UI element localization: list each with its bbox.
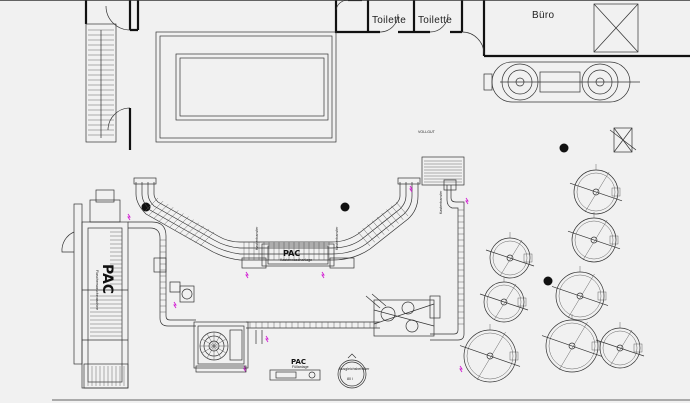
filler-label: Füllanlage xyxy=(292,365,309,369)
crate-washer-unit: PAC Kastenwaschanlage xyxy=(241,243,355,269)
staircase xyxy=(85,23,117,143)
sorter-machine xyxy=(193,321,249,373)
column-dot xyxy=(543,276,553,286)
toilet-right-label: Toilette xyxy=(418,15,452,26)
column-dot xyxy=(141,202,151,212)
pac-logo-bottom: PAC xyxy=(291,358,306,366)
bottle-washer-machine: PAC Flaschenwaschmaschine xyxy=(61,189,129,389)
toilet-left-label: Toilette xyxy=(372,15,406,26)
tank-label: Ausgleichsbehälter xyxy=(339,367,370,371)
column-dot xyxy=(559,143,569,153)
vollgut-label: VOLLGUT xyxy=(418,130,436,134)
filler-unit: PAC Füllanlage xyxy=(269,358,321,381)
small-equipment-right xyxy=(609,127,637,153)
fermentation-tanks xyxy=(459,164,645,383)
tank-volume: 80 l xyxy=(347,377,353,381)
conveyor-system xyxy=(128,177,465,344)
building-walls xyxy=(0,0,690,150)
balance-tank: Ausgleichsbehälter 80 l xyxy=(337,353,370,389)
column-dot xyxy=(340,202,350,212)
crate-stack xyxy=(421,156,465,186)
conveyor-label-right: Kastentransfer xyxy=(335,226,339,250)
washer-label: Flaschenwaschmaschine xyxy=(95,270,99,310)
small-devices-left xyxy=(153,257,195,303)
machine-label-center: Kastenwaschanlage xyxy=(280,258,312,262)
sorter-cluster xyxy=(365,293,441,337)
bottle-tank-machine xyxy=(483,61,640,103)
office-cabinet xyxy=(593,3,639,53)
office-label: Büro xyxy=(532,10,554,21)
electric-markers xyxy=(127,185,469,373)
pac-logo-center: PAC xyxy=(283,249,300,258)
storage-basin xyxy=(155,31,337,143)
conveyor-label-vertical: Kastentransfer xyxy=(439,190,443,214)
pac-logo-left: PAC xyxy=(99,264,115,294)
conveyor-label-left: Kastentransfer xyxy=(255,226,259,250)
